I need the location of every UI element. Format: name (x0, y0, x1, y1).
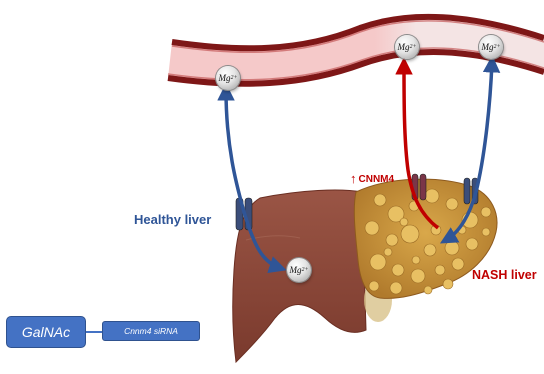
fat-droplet (424, 244, 436, 256)
fat-droplet (392, 264, 404, 276)
fat-droplet (443, 279, 453, 289)
fat-droplet (369, 281, 379, 291)
fat-droplet (445, 241, 459, 255)
fat-droplet (424, 286, 432, 294)
cnnm4-label: ↑CNNM4 (350, 170, 394, 185)
up-arrow-icon: ↑ (350, 171, 357, 186)
fat-droplet (411, 269, 425, 283)
nash-liver-label: NASH liver (472, 268, 537, 282)
fat-droplet (412, 256, 420, 264)
sirna-box: Cnnm4 siRNA (102, 321, 200, 341)
fat-droplet (435, 265, 445, 275)
fat-droplet (384, 248, 392, 256)
fat-droplet (425, 189, 439, 203)
fat-droplet (401, 225, 419, 243)
fat-droplet (386, 234, 398, 246)
fat-droplet (365, 221, 379, 235)
fat-droplet (481, 207, 491, 217)
fat-droplet (452, 258, 464, 270)
fat-droplet (374, 194, 386, 206)
cnnm4-text: CNNM4 (359, 174, 395, 185)
fat-droplet (466, 238, 478, 250)
fat-droplet (482, 228, 490, 236)
fat-droplet (390, 282, 402, 294)
fat-droplet (446, 198, 458, 210)
galnac-box: GalNAc (6, 316, 86, 348)
conjugate-linker (86, 331, 102, 333)
healthy-liver-label: Healthy liver (134, 212, 211, 227)
fat-droplet (370, 254, 386, 270)
fat-droplet (400, 218, 408, 226)
